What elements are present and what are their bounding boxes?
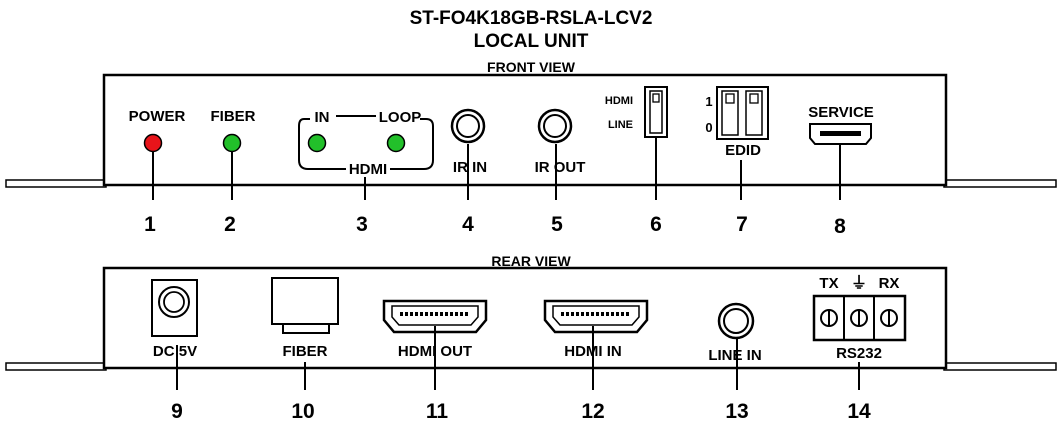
hdmi-group-bracket bbox=[298, 118, 434, 170]
callout-10: 10 bbox=[291, 400, 314, 423]
hdmi-in-label: IN bbox=[315, 109, 330, 126]
model-title: ST-FO4K18GB-RSLA-LCV2 bbox=[410, 8, 653, 29]
front-chassis bbox=[102, 73, 948, 187]
ir-in-jack-inner bbox=[456, 114, 480, 138]
front-panel bbox=[5, 73, 1057, 188]
hdmi-group-label: HDMI bbox=[349, 161, 387, 178]
hdmi-loop-led bbox=[386, 133, 406, 153]
callout-11: 11 bbox=[426, 400, 449, 423]
rear-panel bbox=[5, 266, 1057, 371]
fiber-led-label: FIBER bbox=[211, 108, 256, 125]
callout-2: 2 bbox=[224, 213, 236, 236]
front-mounting-ear-left bbox=[5, 179, 107, 188]
fiber-port-latch bbox=[282, 323, 330, 334]
switch-line-label: LINE bbox=[608, 119, 633, 131]
rs232-label: RS232 bbox=[836, 345, 882, 362]
rear-mounting-ear-left bbox=[5, 362, 107, 371]
callout-14: 14 bbox=[847, 400, 871, 423]
service-label: SERVICE bbox=[808, 104, 874, 121]
edid-dip-knob-2 bbox=[749, 93, 759, 104]
hdmi-line-switch-knob bbox=[652, 93, 660, 103]
dc-jack-inner bbox=[163, 291, 185, 313]
service-port-tongue bbox=[820, 131, 861, 136]
callout-3: 3 bbox=[356, 213, 368, 236]
switch-hdmi-label: HDMI bbox=[605, 95, 633, 107]
callout-12: 12 bbox=[581, 400, 604, 423]
edid-label: EDID bbox=[725, 142, 761, 159]
edid-one-label: 1 bbox=[705, 94, 712, 109]
ir-in-label: IR IN bbox=[453, 159, 487, 176]
front-view-heading: FRONT VIEW bbox=[487, 59, 576, 75]
hdmi-led-group: IN LOOP HDMI bbox=[298, 109, 434, 178]
rs232-tx-label: TX bbox=[819, 275, 838, 292]
line-in-jack-inner bbox=[723, 308, 749, 334]
fiber-port-label: FIBER bbox=[283, 343, 328, 360]
rear-chassis bbox=[102, 266, 948, 370]
callout-4: 4 bbox=[462, 213, 474, 236]
hdmi-in-led bbox=[307, 133, 327, 153]
ir-out-label: IR OUT bbox=[535, 159, 586, 176]
line-in-label: LINE IN bbox=[708, 347, 761, 364]
callout-5: 5 bbox=[551, 213, 563, 236]
fiber-port-body bbox=[271, 277, 339, 325]
rs232-ground-label: ⏚ bbox=[851, 274, 867, 292]
ir-out-jack-inner bbox=[543, 114, 567, 138]
rear-view-heading: REAR VIEW bbox=[491, 253, 571, 269]
hdmi-loop-label: LOOP bbox=[379, 109, 422, 126]
callout-6: 6 bbox=[650, 213, 662, 236]
fiber-led bbox=[222, 133, 242, 153]
dc-5v-label: DC 5V bbox=[153, 343, 197, 360]
front-mounting-ear-right bbox=[943, 179, 1057, 188]
edid-zero-label: 0 bbox=[705, 120, 712, 135]
callout-9: 9 bbox=[171, 400, 183, 423]
callout-1: 1 bbox=[144, 213, 156, 236]
rs232-rx-label: RX bbox=[879, 275, 900, 292]
callout-7: 7 bbox=[736, 213, 748, 236]
power-label: POWER bbox=[129, 108, 186, 125]
callout-13: 13 bbox=[725, 400, 748, 423]
edid-dip-knob-1 bbox=[725, 93, 735, 104]
callout-8: 8 bbox=[834, 215, 846, 238]
unit-title: LOCAL UNIT bbox=[474, 31, 589, 52]
power-led bbox=[143, 133, 163, 153]
rear-mounting-ear-right bbox=[943, 362, 1057, 371]
